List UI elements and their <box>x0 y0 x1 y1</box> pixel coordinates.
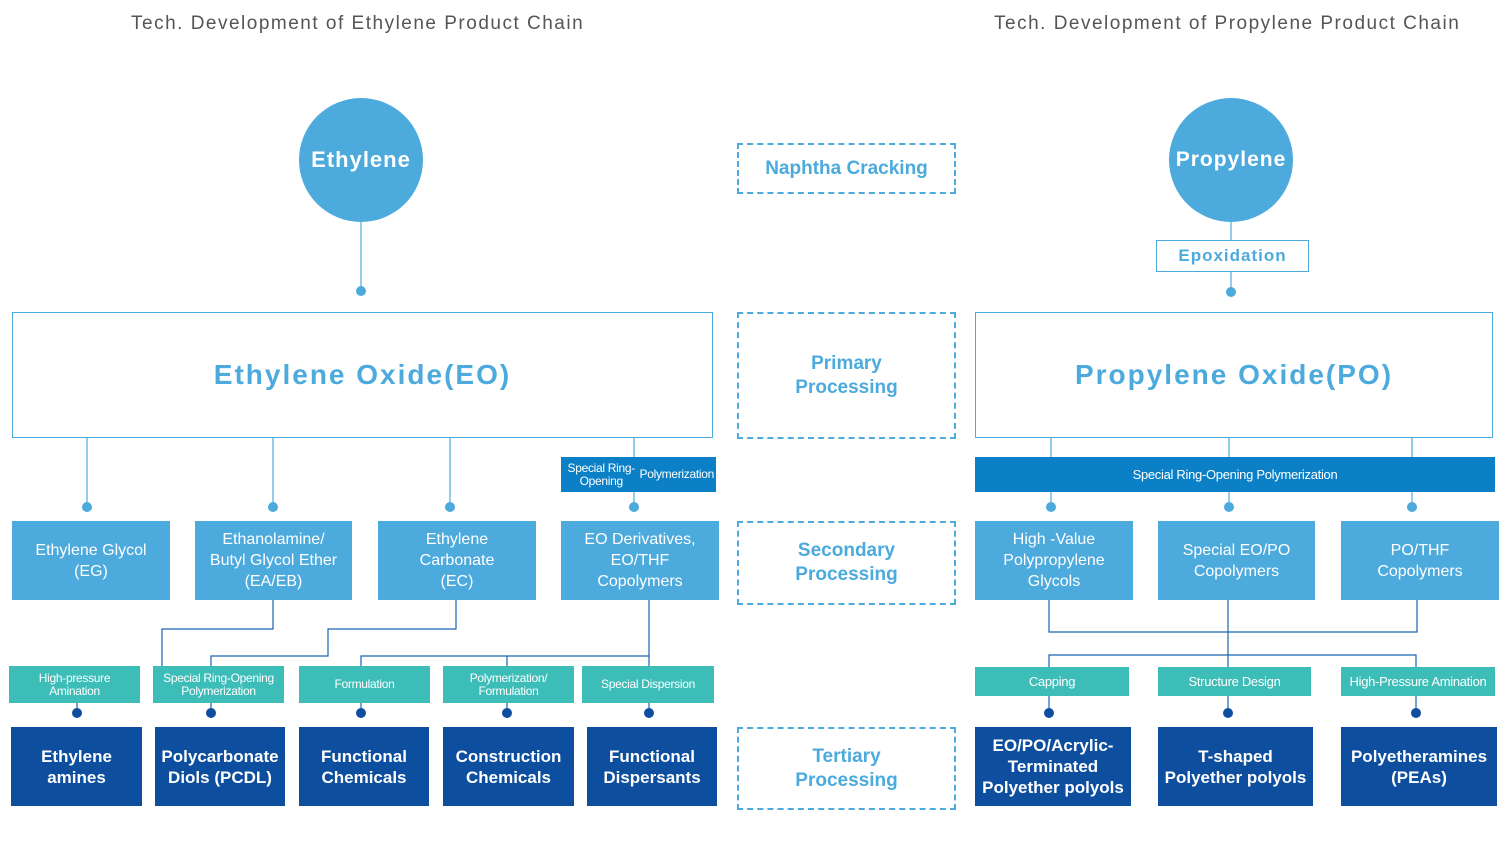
ethylene-oxide-box: Ethylene Oxide(EO) <box>12 312 713 438</box>
ethylene-glycol-box: Ethylene Glycol(EG) <box>12 521 170 600</box>
process-capping: Capping <box>975 667 1129 696</box>
propylene-chain-title: Tech. Development of Propylene Product C… <box>994 13 1461 34</box>
polyetheramines-box: Polyetheramines(PEAs) <box>1341 727 1497 806</box>
process-formulation: Formulation <box>299 666 430 703</box>
po-special-ring-opening-bar: Special Ring-Opening Polymerization <box>975 457 1495 492</box>
process-polymerization-formulation: Polymerization/Formulation <box>443 666 574 703</box>
stage-naphtha-cracking: Naphtha Cracking <box>737 143 956 194</box>
epoxidation-box: Epoxidation <box>1156 240 1309 272</box>
ethanolamine-box: Ethanolamine/Butyl Glycol Ether(EA/EB) <box>195 521 352 600</box>
propylene-oxide-box: Propylene Oxide(PO) <box>975 312 1493 438</box>
ethylene-node: Ethylene <box>299 98 423 222</box>
process-structure-design: Structure Design <box>1158 667 1311 696</box>
ethylene-chain-title: Tech. Development of Ethylene Product Ch… <box>131 13 585 34</box>
propylene-node: Propylene <box>1169 98 1293 222</box>
process-special-dispersion: Special Dispersion <box>582 666 714 703</box>
process-high-pressure-amination-po: High-Pressure Amination <box>1341 667 1495 696</box>
